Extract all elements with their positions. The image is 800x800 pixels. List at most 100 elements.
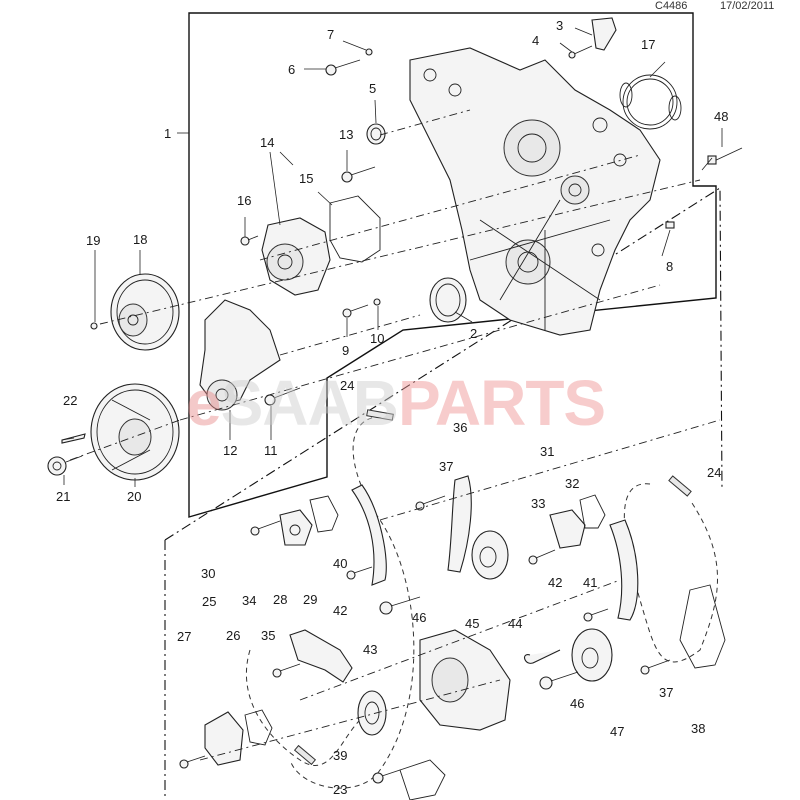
part-4-screw: [571, 45, 593, 56]
part-6-bolt: [325, 59, 361, 76]
assembly-1-frame: [188, 12, 717, 518]
part-42-bolt-a: [346, 566, 373, 580]
callout-25[interactable]: 25: [202, 594, 216, 609]
callout-17[interactable]: 17: [641, 37, 655, 52]
part-33-bolt: [528, 549, 556, 565]
part-21-bolt: [47, 455, 83, 476]
part-8-pin: [665, 221, 675, 229]
callout-44[interactable]: 44: [508, 616, 522, 631]
callout-4[interactable]: 4: [532, 33, 539, 48]
part-18-pulley: [110, 273, 180, 351]
part-40-chain-guide: [351, 484, 387, 586]
diagram-code: C4486: [655, 0, 688, 12]
callout-26[interactable]: 26: [226, 628, 240, 643]
part-20-harmonic-damper: [90, 383, 180, 481]
callout-32[interactable]: 32: [565, 476, 579, 491]
part-34-chain-guide: [289, 629, 353, 683]
callout-1[interactable]: 1: [164, 126, 171, 141]
part-25-chain-tensioner: [204, 711, 244, 766]
callout-23[interactable]: 23: [333, 782, 347, 797]
callout-24a[interactable]: 24: [340, 378, 354, 393]
callout-29[interactable]: 29: [303, 592, 317, 607]
callout-42a[interactable]: 42: [333, 603, 347, 618]
callout-11[interactable]: 11: [264, 443, 278, 458]
callout-42b[interactable]: 42: [548, 575, 562, 590]
part-41-chain-guide: [609, 519, 639, 621]
callout-33[interactable]: 33: [531, 496, 545, 511]
callout-37b[interactable]: 37: [659, 685, 673, 700]
part-13-bolt: [341, 166, 376, 183]
part-31-chain-tensioner: [549, 509, 586, 549]
callout-46b[interactable]: 46: [570, 696, 584, 711]
callout-27[interactable]: 27: [177, 629, 191, 644]
part-3-sensor-bracket: [591, 17, 617, 51]
callout-40[interactable]: 40: [333, 556, 347, 571]
oil-pump-housing: [419, 629, 511, 731]
callout-9[interactable]: 9: [342, 343, 349, 358]
callout-7[interactable]: 7: [327, 27, 334, 42]
callout-14[interactable]: 14: [260, 135, 274, 150]
part-44-clip: [524, 649, 561, 664]
callout-36[interactable]: 36: [453, 420, 467, 435]
part-26-gasket: [244, 709, 273, 746]
part-11-bolt: [264, 387, 301, 406]
callout-39[interactable]: 39: [333, 748, 347, 763]
primary-timing-chain: [289, 415, 415, 789]
callout-8[interactable]: 8: [666, 259, 673, 274]
callout-28[interactable]: 28: [273, 592, 287, 607]
part-48-stud: [707, 147, 743, 165]
callout-31[interactable]: 31: [540, 444, 554, 459]
watermark: eSAABPARTS: [186, 366, 606, 440]
part-46-bolt-b: [539, 671, 579, 690]
part-24-chain-link-b: [668, 475, 692, 497]
assembly-centerlines: [69, 109, 721, 761]
callout-34[interactable]: 34: [242, 593, 256, 608]
callout-30[interactable]: 30: [201, 566, 215, 581]
callout-43[interactable]: 43: [363, 642, 377, 657]
part-22-key: [61, 433, 86, 444]
callout-15[interactable]: 15: [299, 171, 313, 186]
part-35-bolt: [272, 663, 301, 678]
part-37-bolt-b: [640, 659, 671, 675]
secondary-timing-chain: [623, 483, 718, 663]
part-32-gasket: [579, 494, 606, 529]
callout-16[interactable]: 16: [237, 193, 251, 208]
callout-3[interactable]: 3: [556, 18, 563, 33]
watermark-suffix: PARTS: [397, 367, 606, 439]
callout-45[interactable]: 45: [465, 616, 479, 631]
part-36-chain-guide: [447, 475, 472, 573]
part-10-washer: [373, 298, 381, 306]
callout-13[interactable]: 13: [339, 127, 353, 142]
part-30-bolt: [250, 520, 281, 536]
callout-48[interactable]: 48: [714, 109, 728, 124]
callout-24b[interactable]: 24: [707, 465, 721, 480]
callout-2[interactable]: 2: [470, 326, 477, 341]
callout-18[interactable]: 18: [133, 232, 147, 247]
timing-assembly-frame: [164, 187, 723, 800]
part-42-bolt-b: [583, 608, 609, 622]
part-19-bolt: [90, 322, 98, 330]
part-43-sprocket: [357, 690, 387, 736]
callout-10[interactable]: 10: [370, 331, 384, 346]
part-17-gasket: [619, 74, 682, 130]
callout-46a[interactable]: 46: [412, 610, 426, 625]
part-23-chain-link: [293, 744, 317, 766]
callout-38[interactable]: 38: [691, 721, 705, 736]
callout-47[interactable]: 47: [610, 724, 624, 739]
callout-20[interactable]: 20: [127, 489, 141, 504]
callout-41[interactable]: 41: [583, 575, 597, 590]
callout-22[interactable]: 22: [63, 393, 77, 408]
callout-5[interactable]: 5: [369, 81, 376, 96]
callout-35[interactable]: 35: [261, 628, 275, 643]
callout-21[interactable]: 21: [56, 489, 70, 504]
part-39-bolt: [372, 769, 401, 784]
diagram-date: 17/02/2011: [720, 0, 775, 12]
callout-37a[interactable]: 37: [439, 459, 453, 474]
part-27-bolt: [179, 755, 206, 769]
callout-12[interactable]: 12: [223, 443, 237, 458]
callout-6[interactable]: 6: [288, 62, 295, 77]
left-timing-chain: [245, 649, 361, 766]
callout-19[interactable]: 19: [86, 233, 100, 248]
part-47-camshaft-sprocket: [571, 628, 613, 682]
